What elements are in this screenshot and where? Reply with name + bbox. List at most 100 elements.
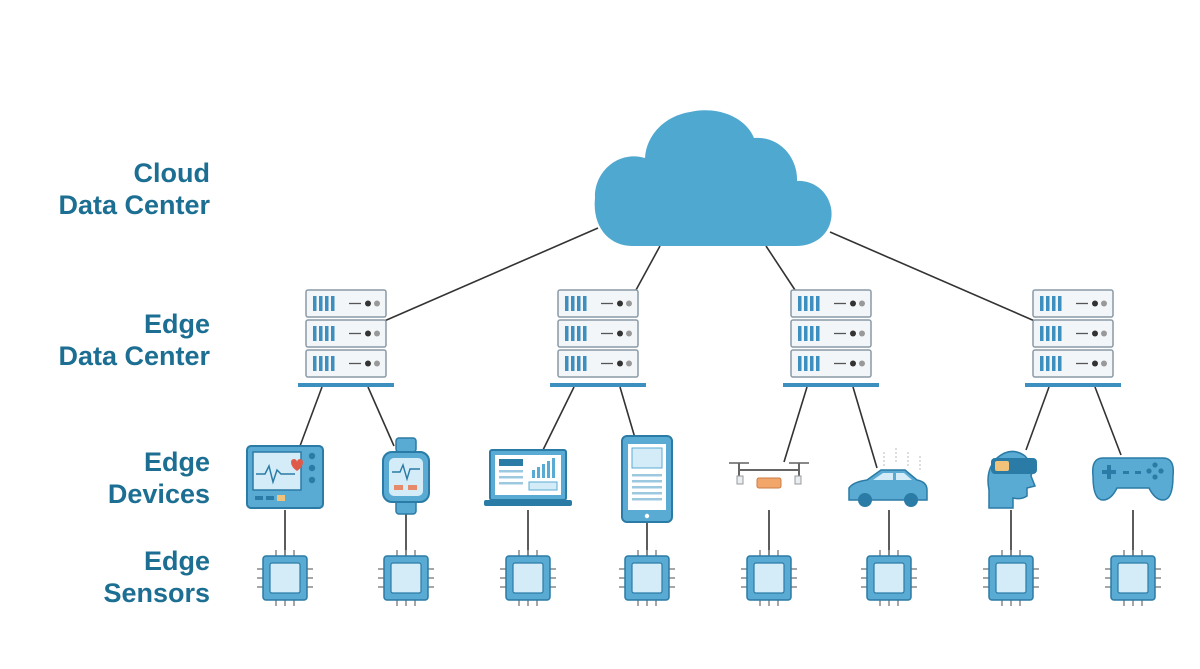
- sensor-chip-icon: [741, 550, 797, 606]
- server-slot: [810, 356, 814, 371]
- server-led: [850, 330, 856, 337]
- server-slot: [1046, 356, 1050, 371]
- tier-label-line: Edge: [143, 309, 210, 339]
- server-rack-icon: [550, 289, 646, 387]
- gamepad-body: [1091, 457, 1175, 501]
- drone-body: [756, 477, 782, 489]
- edge-dc-to-device-line: [542, 386, 575, 451]
- server-led: [626, 330, 632, 337]
- server-slot: [331, 326, 335, 341]
- tier-label-line: Edge: [143, 546, 210, 576]
- server-slot: [565, 356, 569, 371]
- action-button: [1146, 468, 1152, 474]
- server-led: [1101, 330, 1107, 337]
- tablet-icon: [621, 435, 673, 523]
- sensor-chip-icon: [861, 550, 917, 606]
- server-slot: [1040, 356, 1044, 371]
- laptop-text-line: [499, 470, 523, 473]
- monitor-button: [277, 495, 285, 501]
- monitor-button: [266, 496, 274, 500]
- server-slot: [1040, 296, 1044, 311]
- cloud-to-edge-line: [829, 231, 1038, 323]
- heartbeat-line: [392, 462, 420, 482]
- car-wheel: [858, 493, 872, 507]
- tier-label-cloud-data-center: Cloud Data Center: [58, 157, 210, 221]
- vr-lens: [995, 461, 1009, 471]
- server-led: [859, 330, 865, 337]
- connection-lines: [284, 227, 1134, 556]
- server-led: [617, 330, 623, 337]
- car-wheel: [904, 493, 918, 507]
- server-led: [617, 300, 623, 307]
- server-led: [859, 300, 865, 307]
- edge-data-centers: [298, 289, 1121, 387]
- laptop-widget: [528, 481, 558, 491]
- drone-motor: [794, 475, 802, 485]
- edge-dc-to-device-line: [619, 386, 636, 439]
- server-led: [1101, 300, 1107, 307]
- tablet-text-line: [632, 498, 662, 501]
- edge-dc-to-device-line: [852, 386, 878, 469]
- server-slot: [313, 356, 317, 371]
- server-led: [1092, 300, 1098, 307]
- laptop-bar: [547, 461, 550, 478]
- patient-monitor-icon: [246, 445, 324, 509]
- server-slot: [816, 296, 820, 311]
- server-slot: [577, 326, 581, 341]
- dpad-vertical: [1107, 465, 1111, 479]
- tier-label-edge-data-center: Edge Data Center: [58, 308, 210, 372]
- server-slot: [1058, 356, 1062, 371]
- edge-devices: [246, 435, 1175, 523]
- laptop-icon: [484, 449, 572, 506]
- server-led: [850, 300, 856, 307]
- server-slot: [816, 326, 820, 341]
- sensor-chip-icon: [619, 550, 675, 606]
- server-slot: [331, 296, 335, 311]
- server-slot: [313, 296, 317, 311]
- tablet-text-line: [632, 492, 662, 495]
- server-rack-icon: [298, 289, 394, 387]
- monitor-knob: [308, 464, 316, 472]
- server-slot: [583, 326, 587, 341]
- server-slot: [313, 326, 317, 341]
- server-slot: [816, 356, 820, 371]
- tier-label-edge-devices: Edge Devices: [108, 446, 210, 510]
- gamepad-icon: [1091, 457, 1175, 501]
- tier-label-line: Data Center: [58, 190, 210, 220]
- server-slot: [319, 296, 323, 311]
- watch-indicator: [394, 485, 403, 490]
- start-button: [1135, 471, 1141, 474]
- tier-label-line: Data Center: [58, 341, 210, 371]
- server-led: [365, 300, 371, 307]
- server-led: [626, 300, 632, 307]
- server-led: [374, 360, 380, 367]
- laptop-bar: [552, 458, 555, 478]
- tier-label-line: Cloud: [133, 158, 210, 188]
- server-rack-icon: [783, 289, 879, 387]
- server-slot: [1046, 326, 1050, 341]
- edge-dc-to-device-line: [1025, 386, 1050, 451]
- laptop-bar: [542, 464, 545, 478]
- server-slot: [1040, 326, 1044, 341]
- sensor-chip-icon: [378, 550, 434, 606]
- server-slot: [583, 356, 587, 371]
- server-led: [850, 360, 856, 367]
- tier-label-line: Sensors: [103, 578, 210, 608]
- server-slot: [571, 326, 575, 341]
- server-led: [617, 360, 623, 367]
- server-led: [374, 300, 380, 307]
- vr-headset-user-icon: [987, 450, 1037, 509]
- chip-core: [873, 562, 905, 594]
- server-slot: [804, 296, 808, 311]
- laptop-text-line: [499, 482, 523, 485]
- chip-core: [269, 562, 301, 594]
- car-icon: [848, 448, 928, 507]
- server-slot: [1046, 296, 1050, 311]
- server-slot: [1058, 296, 1062, 311]
- server-led: [365, 330, 371, 337]
- cloud-to-edge-line: [765, 245, 796, 291]
- tablet-text-line: [632, 480, 662, 483]
- server-rack-icon: [1025, 289, 1121, 387]
- car-window: [873, 473, 893, 480]
